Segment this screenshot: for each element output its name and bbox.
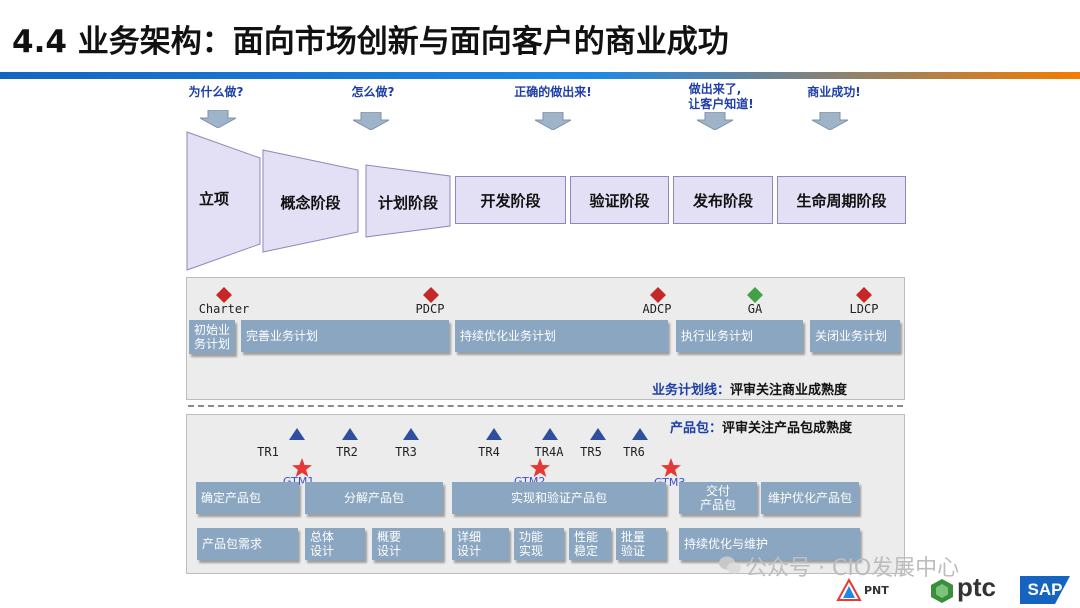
tr-label-tr2: TR2 — [336, 445, 358, 459]
bar-label-line2: 设计 — [377, 544, 402, 558]
bar-label-line1: 功能 — [519, 530, 544, 544]
bar-label-line1: 批量 — [621, 530, 646, 544]
tr-triangle-icon — [486, 428, 502, 440]
bar-deliver-product-package: 交付 产品包 — [679, 482, 757, 514]
tr-triangle-icon — [403, 428, 419, 440]
tr-label-tr5: TR5 — [580, 445, 602, 459]
tr-label-tr6: TR6 — [623, 445, 645, 459]
down-arrow-icon — [697, 112, 733, 130]
pnt-logo-text: PNT — [864, 584, 889, 597]
bar-continuous-optimization: 持续优化与维护 — [679, 528, 860, 560]
bar-label-line1: 交付 — [705, 484, 730, 498]
milestone-diamond-icon — [650, 287, 666, 303]
milestone-diamond-icon — [856, 287, 872, 303]
down-arrow-icon — [535, 112, 571, 130]
title-underline — [0, 72, 1080, 79]
bar-label-line2: 验证 — [621, 544, 646, 558]
bar-close-business-plan: 关闭业务计划 — [810, 320, 900, 352]
bar-label-line2: 务计划 — [193, 337, 230, 351]
question-do-right: 正确的做出来! — [514, 85, 592, 99]
bar-overall-design: 总体设计 — [305, 528, 365, 560]
stage-initiation: 立项 — [198, 190, 229, 208]
legend-text: 评审关注商业成熟度 — [730, 383, 848, 398]
ptc-logo-icon — [931, 579, 953, 603]
bar-optimize-business-plan: 持续优化业务计划 — [455, 320, 668, 352]
question-why: 为什么做? — [188, 85, 244, 99]
bar-function-implementation: 功能实现 — [514, 528, 564, 560]
bar-refine-business-plan: 完善业务计划 — [241, 320, 449, 352]
down-arrow-icon — [353, 112, 389, 130]
bar-performance-stability: 性能稳定 — [569, 528, 611, 560]
bar-execute-business-plan: 执行业务计划 — [676, 320, 803, 352]
bar-label-line1: 初始业 — [193, 323, 230, 337]
stage-release: 发布阶段 — [673, 176, 773, 224]
down-arrow-icon — [812, 112, 848, 130]
question-success: 商业成功! — [807, 85, 861, 99]
wechat-icon — [719, 556, 741, 574]
tr-label-tr4a: TR4A — [534, 445, 564, 459]
bar-batch-verification: 批量验证 — [616, 528, 666, 560]
tr-label-tr1: TR1 — [257, 445, 279, 459]
bar-label-line1: 详细 — [457, 530, 482, 544]
sap-logo: SAP — [1020, 576, 1070, 604]
bar-decompose-product-package: 分解产品包 — [305, 482, 443, 514]
gtm-star-icon — [292, 458, 312, 477]
bar-label-line2: 设计 — [310, 544, 335, 558]
page-title: 4.4 业务架构：面向市场创新与面向客户的商业成功 — [12, 24, 729, 60]
stage-verify: 验证阶段 — [570, 176, 669, 224]
milestone-diamond-icon — [423, 287, 439, 303]
bar-label-line1: 概要 — [377, 530, 402, 544]
legend-key: 业务计划线： — [652, 383, 731, 398]
bar-label-line2: 产品包 — [699, 498, 736, 512]
funnel-shapes — [186, 131, 451, 271]
bar-label-line2: 实现 — [519, 544, 544, 558]
milestone-charter: Charter — [198, 302, 250, 316]
milestone-diamond-icon — [747, 287, 763, 303]
bar-implement-verify-product-package: 实现和验证产品包 — [452, 482, 666, 514]
business-plan-legend: 业务计划线：评审关注商业成熟度 — [652, 379, 847, 398]
bar-detailed-design: 详细设计 — [452, 528, 509, 560]
bar-outline-design: 概要设计 — [372, 528, 443, 560]
ptc-logo-text: ptc — [957, 572, 996, 602]
stage-plan: 计划阶段 — [377, 194, 438, 212]
product-package-legend: 产品包：评审关注产品包成熟度 — [670, 417, 852, 436]
question-how: 怎么做? — [351, 85, 395, 99]
bar-label-line1: 总体 — [310, 530, 335, 544]
bar-product-requirements: 产品包需求 — [197, 528, 298, 560]
milestone-adcp: ADCP — [642, 302, 672, 316]
legend-key: 产品包： — [670, 421, 723, 436]
tr-label-tr4: TR4 — [478, 445, 500, 459]
tr-triangle-icon — [632, 428, 648, 440]
tr-triangle-icon — [590, 428, 606, 440]
tr-triangle-icon — [289, 428, 305, 440]
stage-lifecycle: 生命周期阶段 — [777, 176, 906, 224]
divider-dashed — [188, 405, 903, 407]
bar-label-line2: 稳定 — [574, 544, 599, 558]
watermark-text: 公众号 · CIO发展中心 — [745, 556, 960, 581]
stage-develop: 开发阶段 — [455, 176, 566, 224]
gtm-star-icon — [661, 458, 681, 477]
bar-label-line2: 设计 — [457, 544, 482, 558]
bar-define-product-package: 确定产品包 — [196, 482, 299, 514]
stage-concept: 概念阶段 — [280, 194, 341, 212]
milestone-diamond-icon — [216, 287, 232, 303]
bar-initial-business-plan: 初始业 务计划 — [189, 320, 235, 354]
tr-label-tr3: TR3 — [395, 445, 417, 459]
bar-label-line1: 性能 — [574, 530, 599, 544]
pnt-logo-icon — [836, 578, 862, 601]
milestone-ldcp: LDCP — [849, 302, 879, 316]
question-done: 做出来了, — [688, 82, 742, 96]
bar-maintain-optimize-product-package: 维护优化产品包 — [761, 482, 859, 514]
milestone-pdcp: PDCP — [415, 302, 445, 316]
milestone-ga: GA — [747, 302, 763, 316]
question-tell-customer: 让客户知道! — [688, 97, 754, 111]
down-arrow-icon — [200, 110, 236, 128]
legend-text: 评审关注产品包成熟度 — [722, 421, 853, 436]
tr-triangle-icon — [342, 428, 358, 440]
tr-triangle-icon — [542, 428, 558, 440]
gtm-star-icon — [530, 458, 550, 477]
